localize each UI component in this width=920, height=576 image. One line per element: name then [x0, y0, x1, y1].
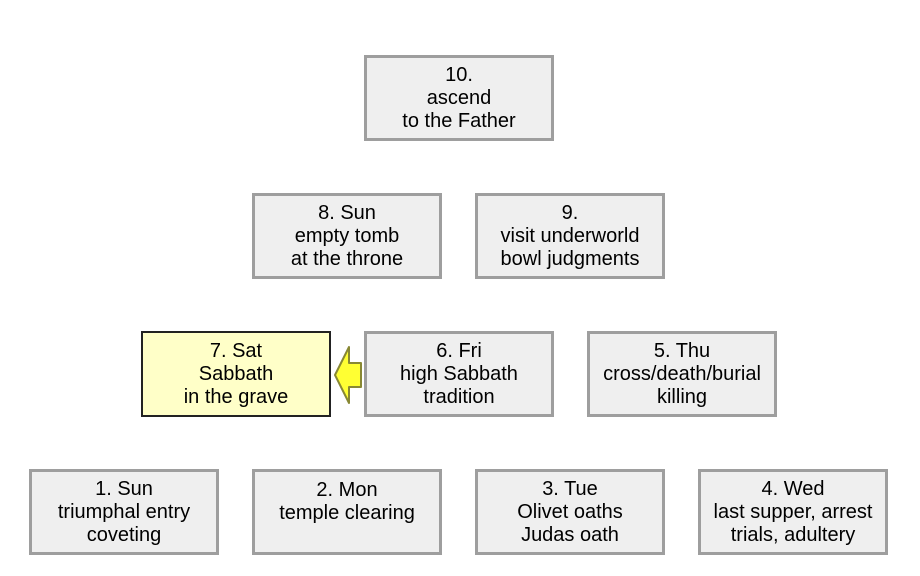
node-5-line-2: cross/death/burial — [603, 362, 761, 385]
node-8-line-3: at the throne — [290, 247, 404, 270]
node-6-line-1: 6. Fri — [436, 339, 482, 362]
node-3-tue: 3. Tue Olivet oaths Judas oath — [475, 469, 665, 555]
node-2-mon: 2. Mon temple clearing — [252, 469, 442, 555]
node-3-line-3: Judas oath — [521, 523, 619, 546]
node-9-line-3: bowl judgments — [500, 247, 640, 270]
node-9-underworld: 9. visit underworld bowl judgments — [475, 193, 665, 279]
node-8-line-1: 8. Sun — [318, 201, 376, 224]
node-10-line-3: to the Father — [402, 109, 516, 132]
node-1-line-1: 1. Sun — [95, 477, 153, 500]
node-10-line-2: ascend — [426, 86, 492, 109]
node-8-line-2: empty tomb — [294, 224, 400, 247]
left-arrow-shape — [334, 346, 362, 404]
node-1-line-3: coveting — [86, 523, 162, 546]
node-5-line-3: killing — [656, 385, 708, 408]
node-3-line-1: 3. Tue — [542, 477, 598, 500]
node-8-sun: 8. Sun empty tomb at the throne — [252, 193, 442, 279]
node-1-line-2: triumphal entry — [57, 500, 191, 523]
node-1-sun: 1. Sun triumphal entry coveting — [29, 469, 219, 555]
node-10-ascend: 10. ascend to the Father — [364, 55, 554, 141]
node-9-line-2: visit underworld — [500, 224, 640, 247]
left-arrow-icon — [334, 346, 362, 404]
node-4-line-2: last supper, arrest — [713, 500, 873, 523]
node-5-line-1: 5. Thu — [653, 339, 711, 362]
node-5-thu: 5. Thu cross/death/burial killing — [587, 331, 777, 417]
node-6-line-2: high Sabbath — [400, 362, 518, 385]
node-7-line-2: Sabbath — [198, 362, 274, 385]
node-3-line-2: Olivet oaths — [517, 500, 623, 523]
node-7-line-3: in the grave — [183, 385, 289, 408]
node-7-sat: 7. Sat Sabbath in the grave — [141, 331, 331, 417]
node-9-line-1: 9. — [561, 201, 579, 224]
node-6-line-3: tradition — [423, 385, 495, 408]
node-4-line-3: trials, adultery — [730, 523, 856, 546]
node-2-line-2: temple clearing — [279, 502, 415, 524]
node-6-fri: 6. Fri high Sabbath tradition — [364, 331, 554, 417]
node-4-wed: 4. Wed last supper, arrest trials, adult… — [698, 469, 888, 555]
node-7-line-1: 7. Sat — [209, 339, 263, 362]
node-4-line-1: 4. Wed — [761, 477, 825, 500]
node-2-line-1: 2. Mon — [316, 479, 378, 501]
node-10-line-1: 10. — [445, 63, 473, 86]
